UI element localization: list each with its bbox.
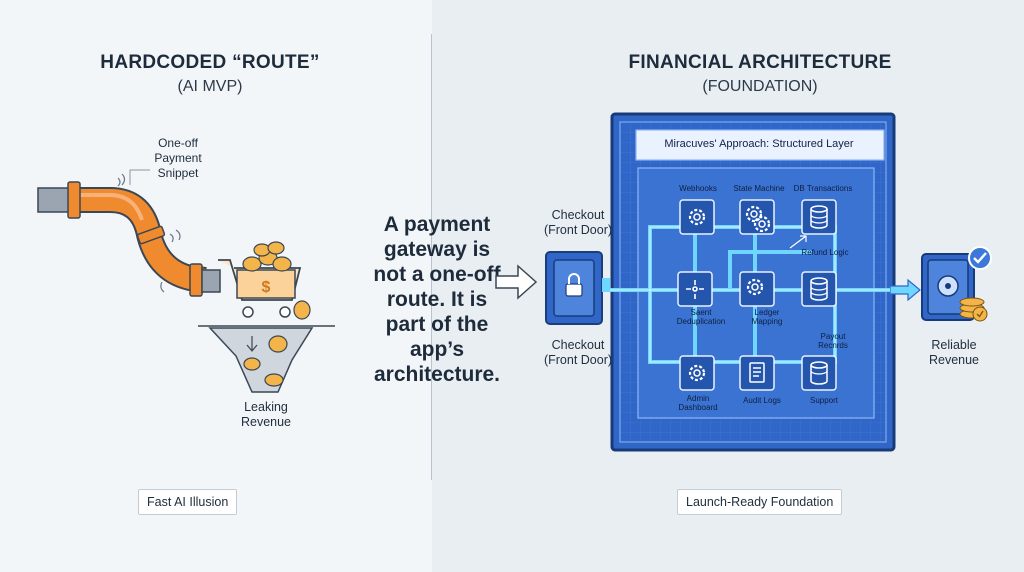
db-transactions-label: DB Transactions <box>793 184 853 193</box>
shake-marks-3 <box>160 281 165 293</box>
db-transactions-module <box>801 199 837 235</box>
document-icon <box>749 362 765 383</box>
flange-2 <box>136 225 166 245</box>
admin-dashboard-module <box>679 355 715 391</box>
snippet-label: One-off Payment Snippet <box>154 136 202 180</box>
support-module <box>801 355 837 391</box>
leaking-revenue-label: Leaking Revenue <box>240 400 292 429</box>
state-machine-label: State Machine <box>733 184 785 193</box>
shopping-cart-icon: $ <box>218 259 302 318</box>
falling-coin-icon <box>293 300 311 320</box>
payout-records-label: Payout Recnrds <box>818 332 848 350</box>
checkout-label-bottom: Checkout (Front Door) <box>543 338 613 367</box>
audit-logs-label: Audit Logs <box>743 396 781 405</box>
steel-pipe-right <box>201 269 221 293</box>
flange-1 <box>67 181 81 219</box>
broken-pipe-illustration: $ <box>37 169 335 393</box>
panel-divider <box>431 34 432 480</box>
payout-database-icon <box>810 277 828 301</box>
event-dedup-label: Saent Deduplication <box>676 308 726 326</box>
coin-stack-icon <box>242 241 292 272</box>
right-subtitle: (FOUNDATION) <box>702 78 818 95</box>
blueprint-header-text: Miracuves' Approach: Structured Layer <box>664 138 854 150</box>
blueprint-header-panel <box>635 129 885 161</box>
shake-marks-2 <box>169 229 181 243</box>
flow-arrow-icon <box>890 278 921 302</box>
checkout-label-top: Checkout (Front Door) <box>543 208 613 237</box>
refund-arrow-icon <box>789 235 807 249</box>
webhooks-module <box>679 199 715 235</box>
lock-icon <box>565 283 583 297</box>
svg-text:$: $ <box>262 279 271 296</box>
arrow-right-icon <box>495 264 538 300</box>
database-icon <box>810 205 828 229</box>
payout-records-module <box>801 271 837 307</box>
leak-pit <box>208 327 314 393</box>
safe-vault-icon <box>921 246 992 322</box>
blueprint-diagram <box>610 112 896 452</box>
checkout-door-icon <box>545 251 610 325</box>
dedup-crosshair-icon <box>686 280 704 299</box>
arrow-down-icon <box>246 336 258 352</box>
right-footer-badge: Launch-Ready Foundation <box>677 489 843 515</box>
event-dedup-module <box>677 271 713 307</box>
left-panel: HARDCODED “ROUTE” (AI MVP) $ <box>0 0 432 572</box>
support-database-icon <box>810 361 828 385</box>
support-label: Support <box>809 396 839 405</box>
shake-marks-1 <box>117 173 126 187</box>
gold-coins-icon <box>959 297 988 322</box>
left-footer-badge: Fast AI Illusion <box>138 489 238 515</box>
ledger-mapping-label: Ledger Mapping <box>751 308 783 326</box>
central-statement: A payment gateway is not a one-off route… <box>373 213 501 386</box>
leaking-coin-3 <box>264 373 284 387</box>
snippet-pointer-line <box>129 169 150 185</box>
reliable-revenue-label: Reliable Revenue <box>928 338 980 367</box>
audit-logs-module <box>739 355 775 391</box>
admin-dashboard-label: Admin Dashboard <box>678 394 718 412</box>
right-title: FINANCIAL ARCHITECTURE <box>628 52 892 73</box>
flange-3 <box>189 263 203 297</box>
leaking-coin-2 <box>243 357 261 371</box>
webhooks-label: Webhooks <box>679 184 717 193</box>
refund-logic-label: Refund Logic <box>801 248 849 257</box>
steel-pipe-left <box>37 187 71 213</box>
left-subtitle: (AI MVP) <box>177 78 243 95</box>
pipe-highlight <box>74 193 144 221</box>
leaking-coin-1 <box>268 335 288 353</box>
left-title: HARDCODED “ROUTE” <box>100 52 320 73</box>
